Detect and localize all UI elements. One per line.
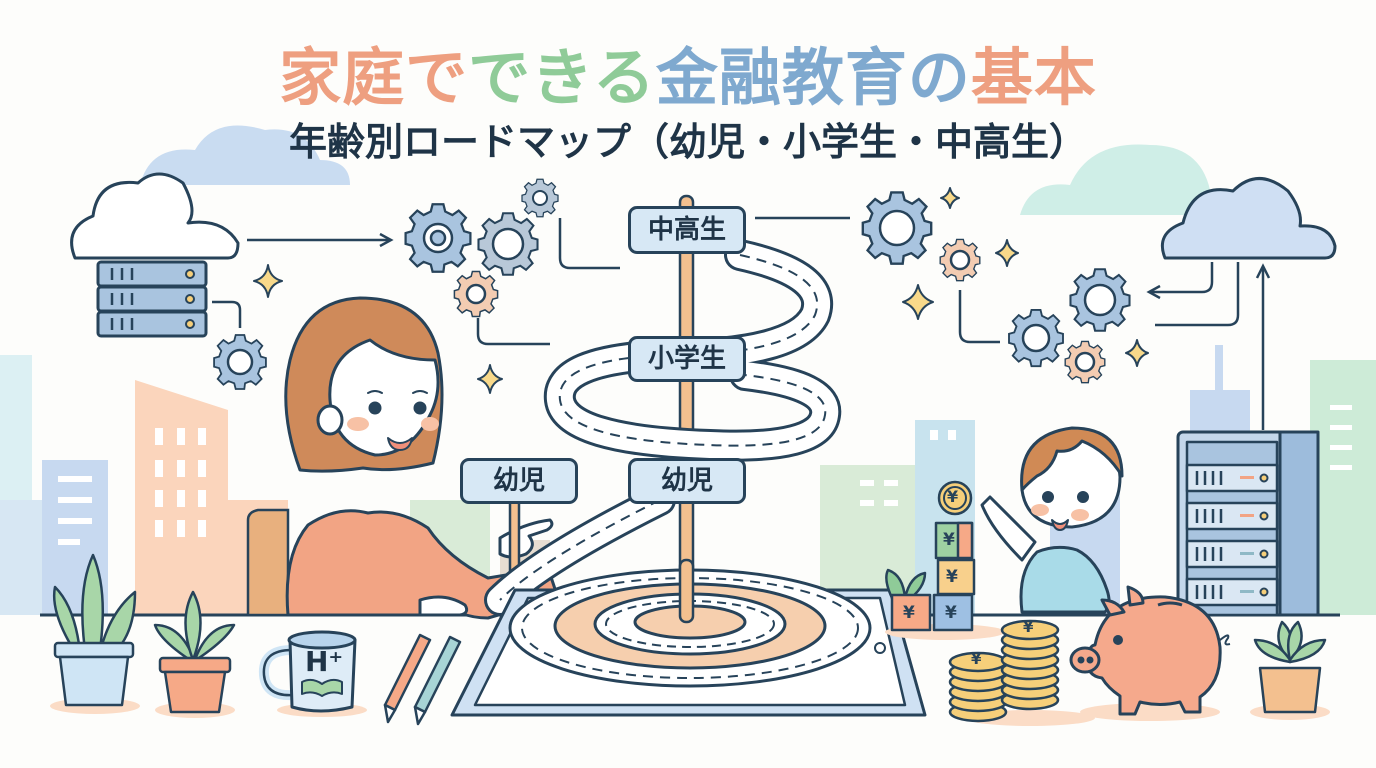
block-yen-symbol-3: ¥ xyxy=(903,603,915,623)
connector-lines-right xyxy=(755,216,1271,430)
plant-pot-orange xyxy=(153,590,236,718)
block-yen-symbol-1: ¥ xyxy=(943,530,955,550)
block-yen-symbol-2: ¥ xyxy=(946,567,958,587)
title-segment-1: 家庭で xyxy=(279,41,469,114)
title-segment-4: の xyxy=(907,41,971,114)
mug-icon xyxy=(258,630,367,717)
plant-pot-blue xyxy=(50,553,140,714)
connector-lines-left xyxy=(212,218,620,346)
sign-elementary: 小学生 xyxy=(628,336,746,382)
coin-stacks xyxy=(948,619,1095,726)
roadmap-pole xyxy=(678,194,695,623)
sign-preschool: 幼児 xyxy=(628,458,746,504)
child-figure xyxy=(980,426,1124,614)
piggy-bank-icon xyxy=(1069,585,1231,721)
mug-label: H⁺ xyxy=(305,645,344,678)
pen-icons xyxy=(383,633,462,726)
page-title: 家庭でできる金融教育の基本 xyxy=(0,38,1376,118)
stack-yen-symbol-1: ¥ xyxy=(971,650,982,668)
yen-blocks xyxy=(885,480,1005,640)
cloud-server-icon xyxy=(70,172,240,338)
gear-icons-left xyxy=(213,178,559,390)
stack-yen-symbol-2: ¥ xyxy=(1023,618,1034,636)
mother-figure xyxy=(284,296,560,620)
cloud-icon-right xyxy=(1160,177,1337,260)
title-segment-5: 基本 xyxy=(970,41,1097,114)
sign-preschool-pointed: 幼児 xyxy=(460,458,578,504)
title-segment-3: 金融教育 xyxy=(655,41,908,114)
block-yen-symbol-4: ¥ xyxy=(945,603,957,623)
server-rack-icon xyxy=(1176,430,1320,617)
coin-yen-symbol: ¥ xyxy=(947,487,959,506)
title-segment-2: できる xyxy=(468,41,656,114)
bg-clouds xyxy=(140,125,1250,215)
succulent-pot xyxy=(1250,620,1330,720)
winding-road xyxy=(484,239,842,616)
sign-junior-senior-high: 中高生 xyxy=(628,206,746,254)
page-subtitle: 年齢別ロードマップ（幼児・小学生・中高生） xyxy=(288,120,1087,164)
gear-icons-right xyxy=(861,191,1131,384)
spiral-road xyxy=(508,558,872,688)
sparkle-icons xyxy=(253,187,1149,394)
chair xyxy=(246,508,290,617)
